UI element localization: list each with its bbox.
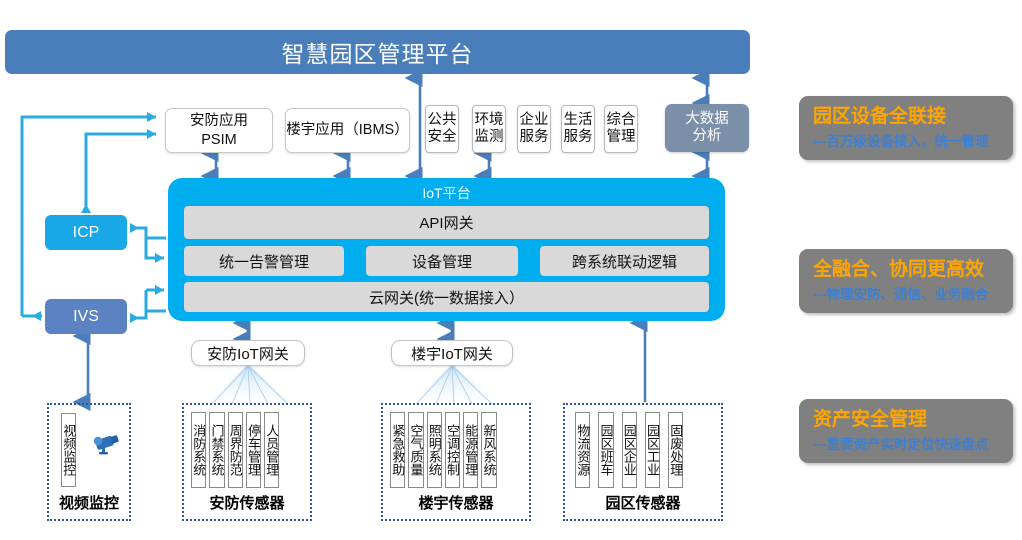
sensor-cell[interactable]: 视频监控 (61, 413, 77, 487)
device-management-label: 设备管理 (411, 253, 472, 271)
camera-icon (93, 435, 119, 455)
sensor-cell[interactable]: 园区工业 (644, 412, 660, 488)
app-box-environment-monitor[interactable]: 环境 监测 (472, 105, 506, 153)
iot-title-text: IoT平台 (422, 185, 471, 201)
app-box-life-service[interactable]: 生活 服务 (561, 105, 595, 153)
enterprise-line2: 服务 (519, 129, 549, 145)
group-security-sensors: 消防系统 门禁系统 周界防范 停车管理 人员管理 安防传感器 (182, 403, 312, 521)
sensor-cell[interactable]: 门禁系统 (209, 412, 225, 488)
callout-subtitle: ---物理安防、通信、业务融合 (813, 286, 989, 302)
unified-alarm-label: 统一告警管理 (218, 253, 309, 271)
app-box-enterprise-service[interactable]: 企业 服务 (517, 105, 551, 153)
ivs-label: IVS (73, 307, 99, 325)
sensor-cell[interactable]: 能源管理 (463, 412, 479, 488)
sensor-cell[interactable]: 新风系统 (481, 412, 497, 488)
sensor-cell[interactable]: 紧急救助 (390, 412, 406, 488)
sensor-cell[interactable]: 停车管理 (245, 412, 261, 488)
life-line2: 服务 (563, 129, 593, 145)
sensor-cell[interactable]: 园区企业 (621, 412, 637, 488)
integrated-line2: 管理 (606, 129, 636, 145)
psim-line1: 安防应用 (190, 113, 248, 130)
security-gateway-label: 安防IoT网关 (207, 345, 289, 363)
group-video-surveillance: 视频监控 视频监控 (47, 403, 131, 521)
sensor-cell[interactable]: 园区班车 (598, 412, 614, 488)
callout-title: 园区设备全联接 (813, 106, 947, 127)
environment-line1: 环境 (474, 112, 504, 129)
group-title: 视频监控 (58, 495, 119, 512)
api-gateway-label: API网关 (419, 215, 474, 232)
app-box-ibms[interactable]: 楼宇应用（IBMS） (285, 108, 410, 153)
group-title: 园区传感器 (605, 495, 681, 512)
enterprise-line1: 企业 (519, 112, 549, 129)
app-box-integrated-management[interactable]: 综合 管理 (604, 105, 638, 153)
group-building-sensors: 紧急救助 空气质量 照明系统 空调控制 能源管理 新风系统 楼宇传感器 (381, 403, 531, 521)
iot-platform-panel: IoT平台 API网关 统一告警管理 设备管理 跨系统联动逻辑 云网关(统一数据… (168, 178, 725, 321)
ibms-label: 楼宇应用（IBMS） (286, 122, 409, 139)
callout-full-convergence: 全融合、协同更高效 ---物理安防、通信、业务融合 (799, 249, 1013, 313)
sensor-cell[interactable]: 消防系统 (191, 412, 207, 488)
sensor-cell[interactable]: 物流资源 (575, 412, 591, 488)
iot-device-management[interactable]: 设备管理 (366, 246, 518, 276)
callout-subtitle: ---百万级设备接入，统一管理 (813, 133, 989, 149)
psim-line2: PSIM (201, 131, 237, 148)
iot-unified-alarm-management[interactable]: 统一告警管理 (184, 246, 344, 276)
cloud-gateway-label: 云网关(统一数据接入） (369, 289, 524, 307)
environment-line2: 监测 (474, 129, 504, 145)
gateway-security-iot[interactable]: 安防IoT网关 (191, 340, 305, 366)
callout-device-connectivity: 园区设备全联接 ---百万级设备接入，统一管理 (799, 96, 1013, 160)
callout-title: 全融合、协同更高效 (813, 259, 985, 280)
iot-cross-system-linkage-logic[interactable]: 跨系统联动逻辑 (540, 246, 709, 276)
gateway-building-iot[interactable]: 楼宇IoT网关 (391, 340, 513, 366)
cross-system-label: 跨系统联动逻辑 (571, 253, 677, 271)
sensor-cell[interactable]: 空调控制 (444, 412, 460, 488)
life-line1: 生活 (563, 112, 593, 129)
sensor-cell[interactable]: 空气质量 (408, 412, 424, 488)
group-title: 楼宇传感器 (418, 495, 494, 512)
node-icp[interactable]: ICP (45, 215, 127, 250)
app-box-big-data-analytics[interactable]: 大数据 分析 (665, 104, 749, 152)
icp-label: ICP (72, 223, 100, 241)
bigdata-line1: 大数据 (685, 110, 729, 127)
public-safety-line1: 公共 (427, 112, 457, 129)
node-ivs[interactable]: IVS (45, 299, 127, 334)
sensor-cell[interactable]: 固废处理 (668, 412, 684, 488)
sensor-cell[interactable]: 照明系统 (426, 412, 442, 488)
gateway-beams (208, 364, 496, 405)
page-title-banner: 智慧园区管理平台 (5, 30, 750, 74)
iot-cloud-gateway[interactable]: 云网关(统一数据接入） (184, 282, 709, 312)
callout-subtitle: ---重要资产实时定位快速盘点 (813, 436, 989, 452)
group-park-sensors: 物流资源 园区班车 园区企业 园区工业 固废处理 园区传感器 (563, 403, 723, 521)
iot-platform-title: IoT平台 (168, 183, 725, 203)
sensor-cell[interactable]: 周界防范 (227, 412, 243, 488)
callout-asset-security: 资产安全管理 ---重要资产实时定位快速盘点 (799, 399, 1013, 463)
callout-title: 资产安全管理 (813, 409, 928, 430)
public-safety-line2: 安全 (427, 129, 457, 145)
group-title: 安防传感器 (209, 495, 285, 512)
app-box-psim[interactable]: 安防应用 PSIM (165, 108, 273, 153)
iot-api-gateway[interactable]: API网关 (184, 206, 709, 239)
sensor-cell[interactable]: 人员管理 (264, 412, 280, 488)
bigdata-line2: 分析 (692, 128, 722, 144)
app-box-public-safety[interactable]: 公共 安全 (425, 105, 459, 153)
integrated-line1: 综合 (606, 112, 636, 129)
banner-title: 智慧园区管理平台 (281, 41, 474, 67)
building-gateway-label: 楼宇IoT网关 (411, 345, 493, 363)
